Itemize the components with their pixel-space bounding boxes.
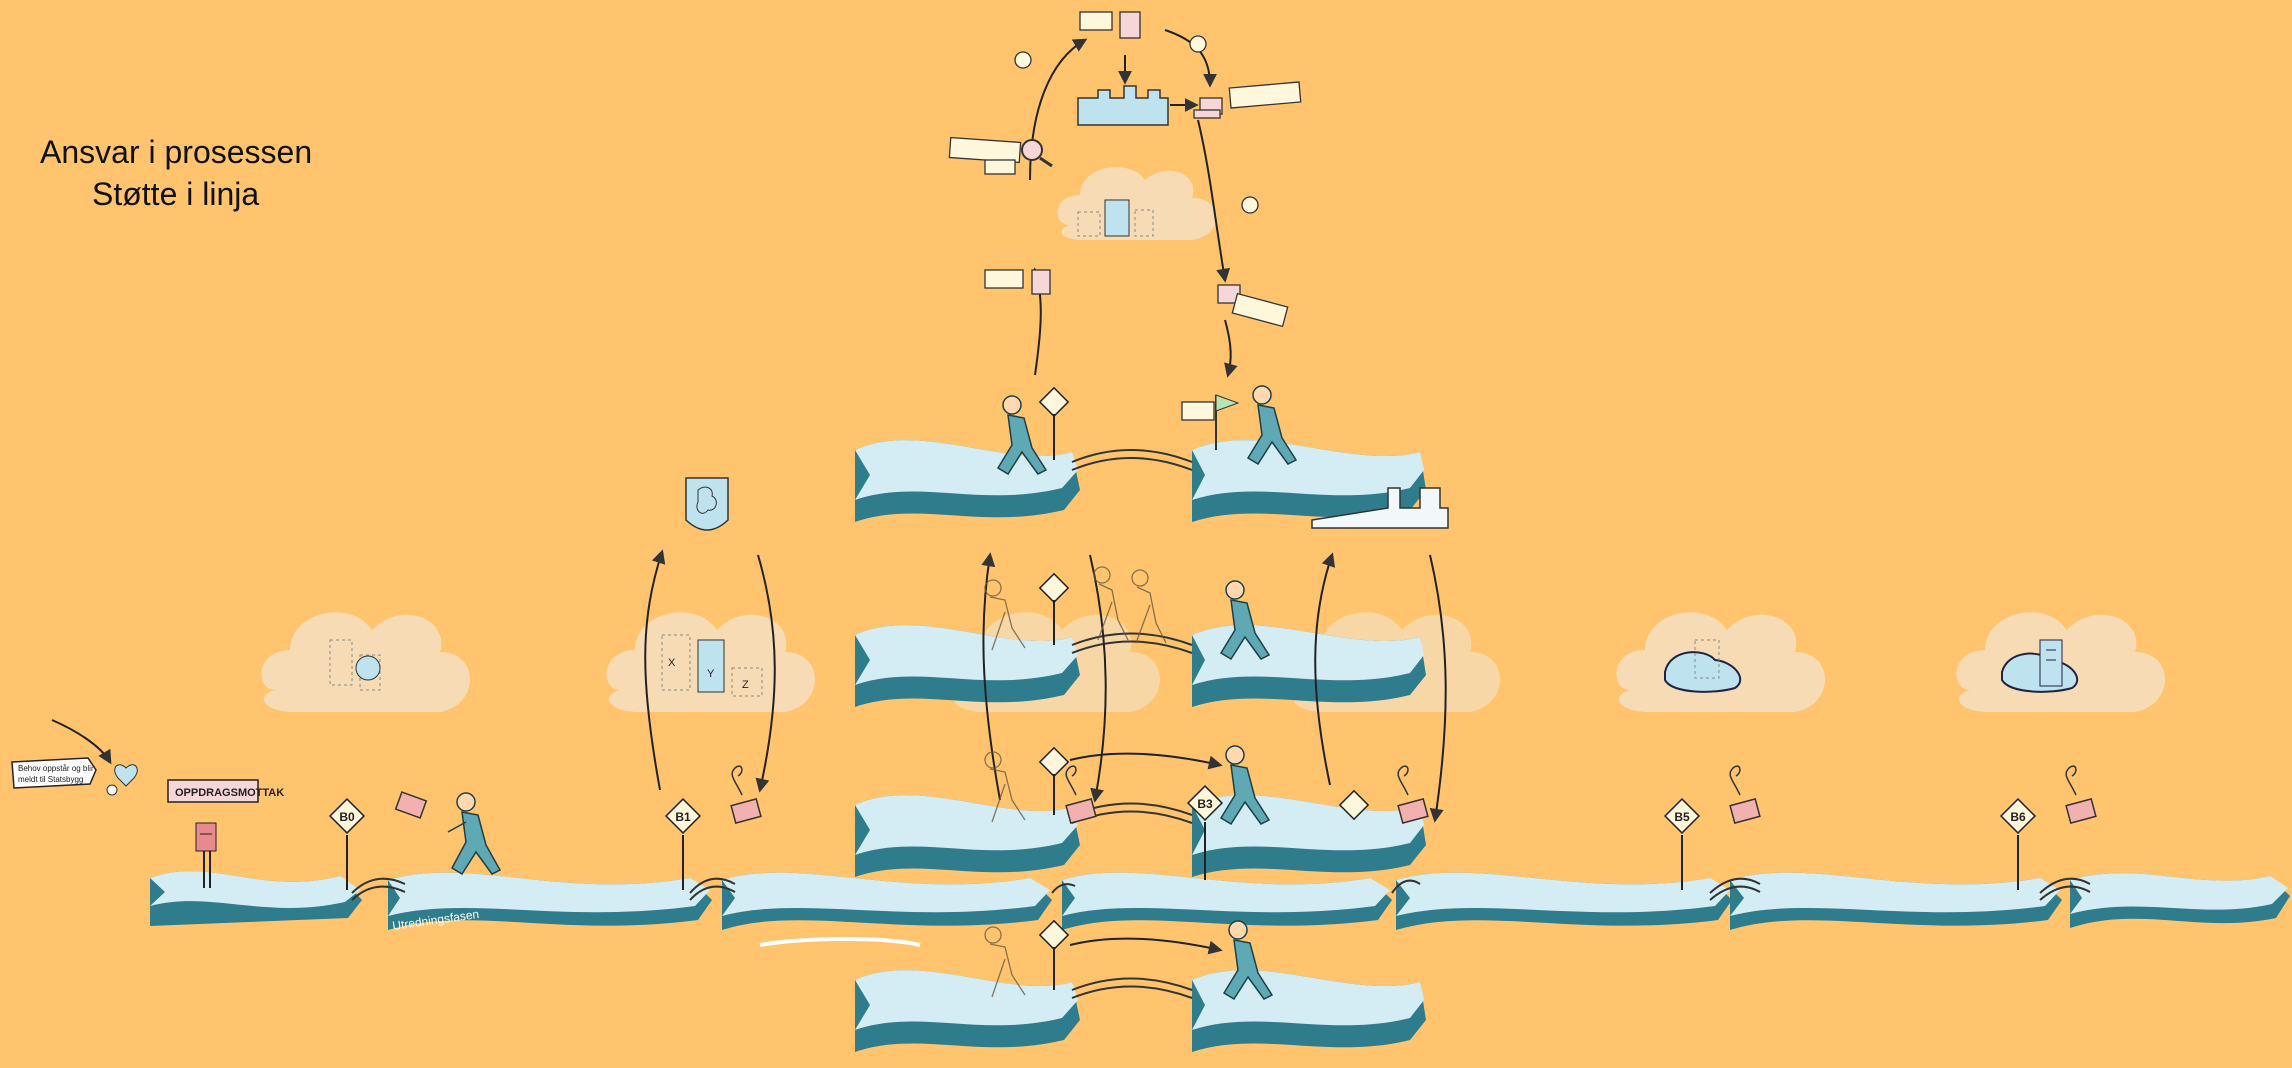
cloud-icon — [1058, 167, 1217, 240]
svg-text:X: X — [668, 657, 676, 669]
heart-hand-icon — [107, 765, 137, 795]
runner-icon — [448, 793, 500, 874]
milestone-label: B5 — [1674, 810, 1690, 824]
mailbox-sign: OPPDRAGSMOTTAK — [175, 787, 284, 799]
need-tag: Behov oppstår og blir meldt til Statsbyg… — [12, 758, 137, 795]
milestone-label: B1 — [675, 810, 691, 824]
need-tag-line2: meldt til Statsbygg — [18, 775, 83, 784]
cloud-icon — [261, 612, 470, 712]
cloud-icon — [1616, 612, 1825, 712]
document-icon — [1032, 12, 1240, 303]
svg-text:Y: Y — [707, 668, 715, 680]
platform — [1730, 873, 2062, 930]
lion-crest-icon — [686, 478, 728, 530]
building-icon — [1078, 86, 1168, 125]
platform — [722, 873, 1052, 930]
building-icon — [2040, 640, 2062, 686]
platform-row-main: Utredningsfasen — [150, 871, 2290, 945]
cloud-icon — [1956, 612, 2165, 712]
envelope-swirl — [732, 766, 2076, 795]
svg-text:Z: Z — [742, 679, 749, 691]
cloud-icon: X Y Z — [606, 612, 815, 712]
platform — [1062, 873, 1392, 930]
milestone-sign-b5: B5 — [1665, 799, 1699, 890]
platform — [150, 871, 362, 926]
magnifier-icon — [1022, 140, 1052, 166]
stacked-platforms — [855, 440, 1426, 1052]
milestone-sign-b1: B1 — [666, 799, 700, 890]
milestone-label: B6 — [2010, 810, 2026, 824]
need-tag-line1: Behov oppstår og blir — [18, 764, 94, 773]
platform — [2070, 873, 2290, 928]
milestone-label: B0 — [339, 810, 355, 824]
milestone-sign-b6: B6 — [2001, 799, 2035, 890]
milestone-sign-b0: B0 — [330, 799, 364, 890]
platform: Utredningsfasen — [388, 873, 712, 933]
milestone-label: B3 — [1197, 797, 1213, 811]
